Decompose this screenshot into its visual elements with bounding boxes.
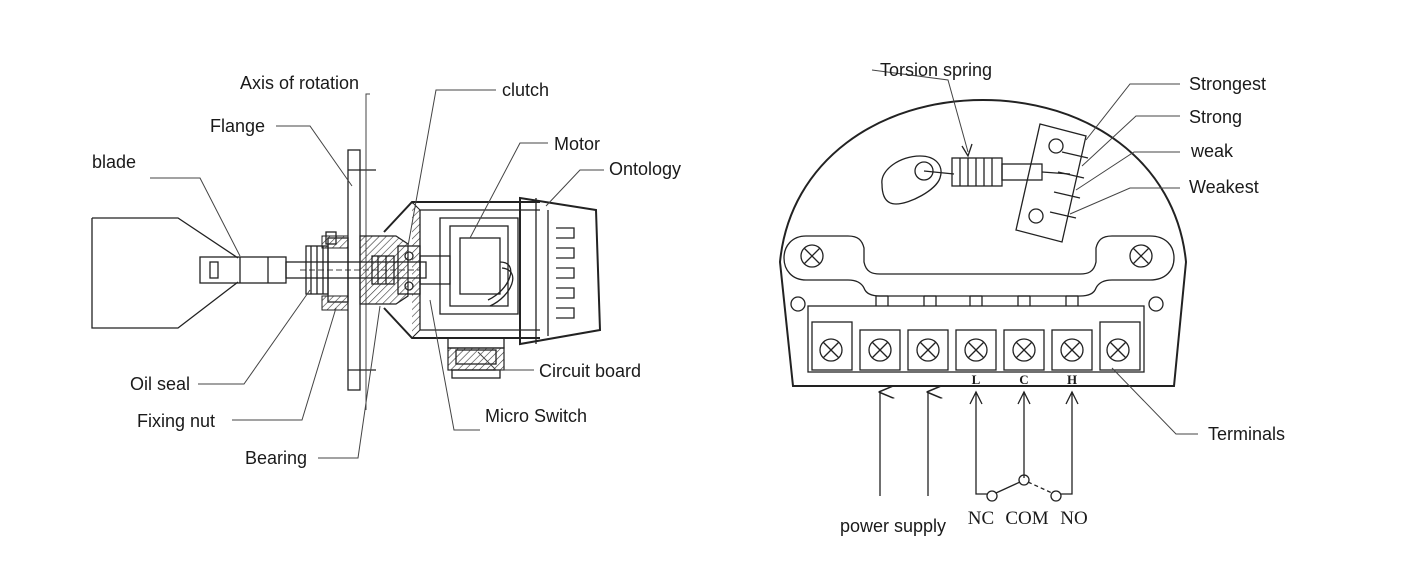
cable-gland bbox=[447, 337, 505, 379]
terminal-3 bbox=[955, 295, 997, 371]
mount-hole-right bbox=[1148, 296, 1164, 312]
contact-com: COM bbox=[1005, 508, 1048, 529]
label-fixing-nut: Fixing nut bbox=[137, 411, 215, 431]
mount-screw-right bbox=[1129, 244, 1153, 268]
dome-outline bbox=[778, 98, 1188, 387]
inner-slot bbox=[783, 235, 1175, 297]
terminal-screw-end-left bbox=[819, 338, 843, 362]
mount-hole-left bbox=[790, 296, 806, 312]
left-leader-lines bbox=[150, 89, 604, 459]
terminal-5 bbox=[1051, 295, 1093, 371]
label-flange: Flange bbox=[210, 116, 265, 136]
terminal-letter-h: H bbox=[1067, 372, 1077, 387]
contact-nc: NC bbox=[968, 508, 994, 529]
terminal-letter-c: C bbox=[1019, 372, 1028, 387]
terminal-4 bbox=[1003, 295, 1045, 371]
terminal-2 bbox=[907, 295, 949, 371]
seal-nut-assembly bbox=[305, 231, 349, 311]
label-blade: blade bbox=[92, 152, 136, 172]
wiring bbox=[880, 392, 1079, 502]
label-oil-seal: Oil seal bbox=[130, 374, 190, 394]
label-motor: Motor bbox=[554, 134, 600, 154]
left-mechanical-diagram: Axis of rotation Flange blade clutch Mot… bbox=[91, 73, 681, 468]
label-strong: Strong bbox=[1189, 107, 1242, 127]
contact-no: NO bbox=[1060, 508, 1087, 529]
terminal-letter-l: L bbox=[972, 372, 981, 387]
label-axis-of-rotation: Axis of rotation bbox=[240, 73, 359, 93]
label-clutch: clutch bbox=[502, 80, 549, 100]
label-torsion-spring: Torsion spring bbox=[880, 60, 992, 80]
ontology-cap bbox=[519, 196, 602, 346]
label-weakest: Weakest bbox=[1189, 177, 1259, 197]
right-leader-lines bbox=[871, 69, 1198, 435]
motor-block bbox=[439, 217, 519, 315]
label-power-supply: power supply bbox=[840, 516, 946, 536]
label-strongest: Strongest bbox=[1189, 74, 1266, 94]
label-circuit-board: Circuit board bbox=[539, 361, 641, 381]
terminal-1 bbox=[859, 295, 901, 371]
terminal-block bbox=[807, 305, 1145, 373]
right-terminal-diagram: L C H Tors bbox=[778, 60, 1285, 536]
torsion-spring bbox=[881, 155, 1071, 205]
label-ontology: Ontology bbox=[609, 159, 681, 179]
housing-hub bbox=[359, 235, 409, 305]
adjustment-plate bbox=[1015, 123, 1089, 243]
mount-screw-left bbox=[800, 244, 824, 268]
label-weak: weak bbox=[1190, 141, 1234, 161]
blade-shape bbox=[91, 217, 287, 329]
label-bearing: Bearing bbox=[245, 448, 307, 468]
label-terminals: Terminals bbox=[1208, 424, 1285, 444]
main-housing bbox=[383, 201, 540, 339]
terminal-screw-end-right bbox=[1106, 338, 1130, 362]
label-micro-switch: Micro Switch bbox=[485, 406, 587, 426]
